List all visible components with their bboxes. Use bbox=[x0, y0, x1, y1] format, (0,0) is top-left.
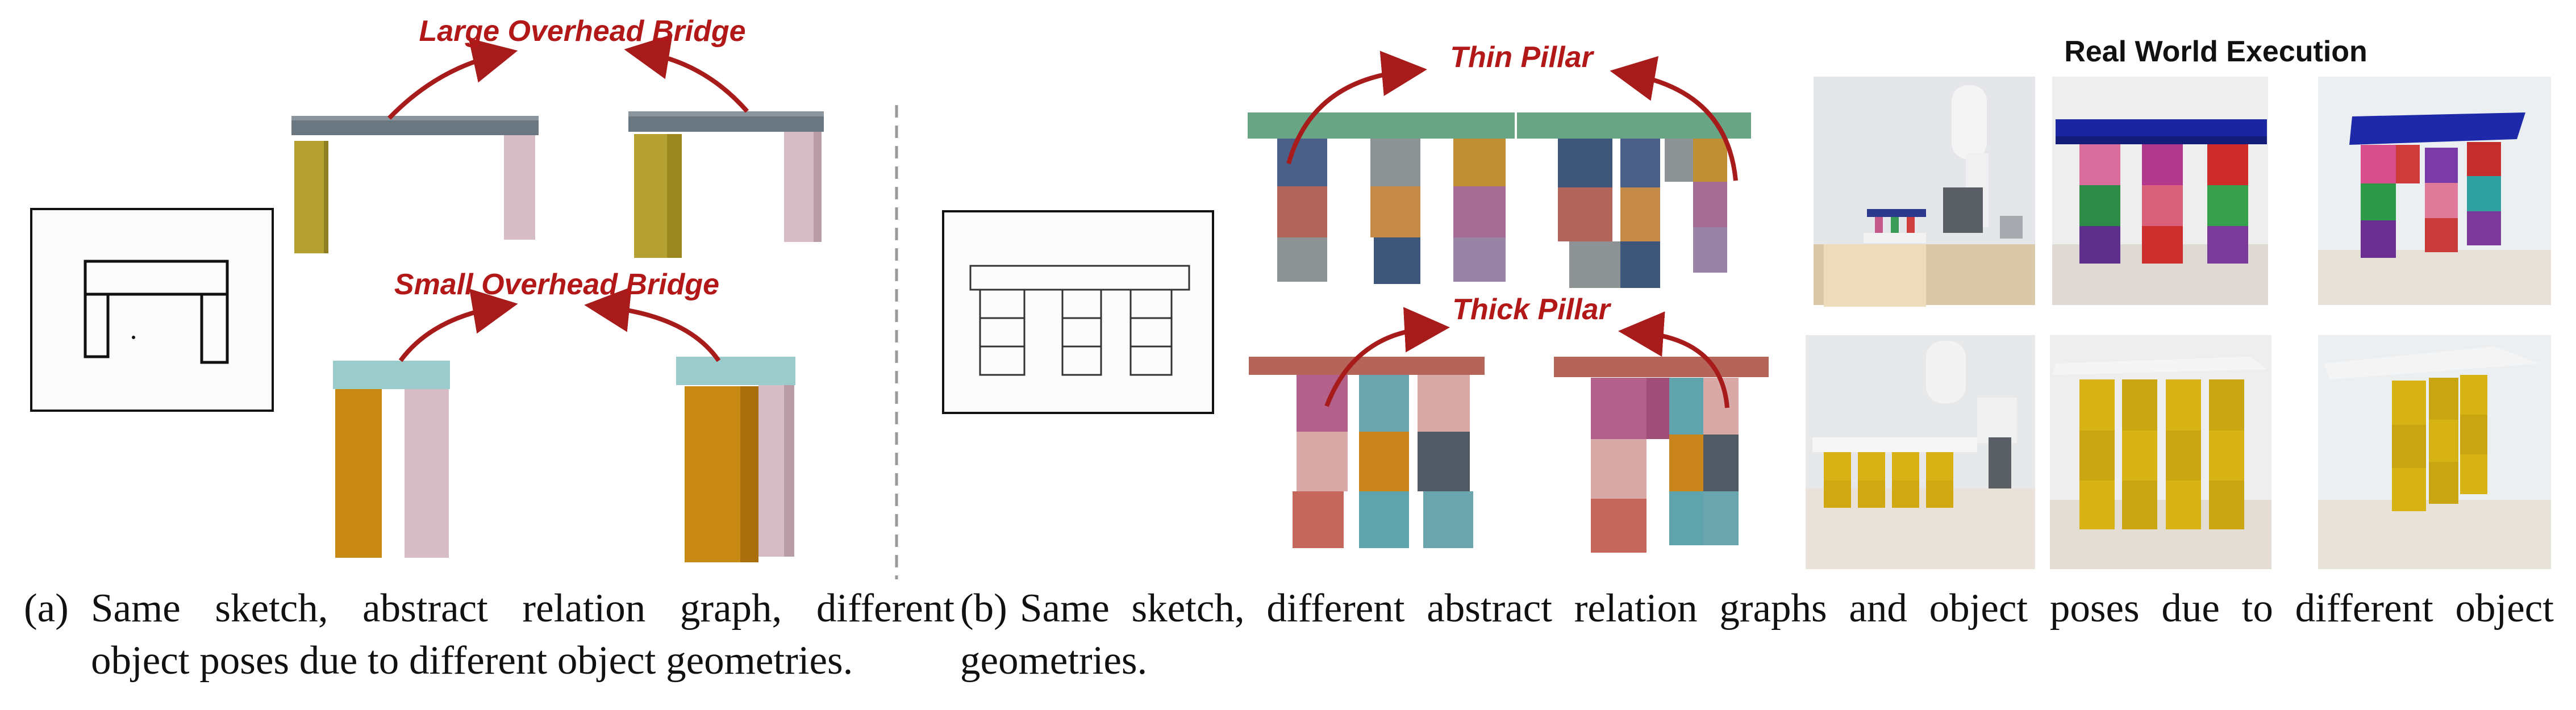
label-real-world: Real World Execution bbox=[2064, 35, 2367, 68]
small-bridge-pose-2 bbox=[676, 357, 795, 562]
label-thin-pillar: Thin Pillar bbox=[1450, 41, 1594, 74]
label-thick-pillar: Thick Pillar bbox=[1452, 293, 1611, 326]
caption-b-line-1: Same sketch, different abstract relation… bbox=[1020, 586, 2554, 630]
arrows-b bbox=[1286, 51, 1738, 408]
photo-cans-front bbox=[2050, 335, 2271, 569]
caption-a-line-1: Same sketch, abstract relation graph, di… bbox=[91, 586, 954, 630]
photo-robot-cans bbox=[1806, 335, 2035, 569]
caption-b: (b) Same sketch, different abstract rela… bbox=[960, 582, 2557, 690]
thin-pillar-pose-2 bbox=[1517, 112, 1751, 288]
large-bridge-pose-2 bbox=[628, 111, 824, 258]
large-bridge-pose-1 bbox=[291, 116, 539, 253]
label-small-bridge: Small Overhead Bridge bbox=[394, 268, 719, 301]
caption-a: (a) Same sketch, abstract relation graph… bbox=[24, 582, 954, 690]
photo-blocks-angled bbox=[2318, 77, 2551, 305]
photo-cans-angled bbox=[2318, 335, 2551, 569]
sketch-b bbox=[942, 210, 1214, 414]
small-bridge-pose-1 bbox=[333, 361, 450, 558]
panel-a: Large Overhead Bridge Small Overhead Bri… bbox=[30, 15, 824, 562]
caption-a-label: (a) bbox=[24, 586, 69, 630]
caption-b-label: (b) bbox=[960, 586, 1007, 630]
thick-pillar-pose-1 bbox=[1249, 357, 1485, 548]
thin-pillar-pose-1 bbox=[1248, 112, 1515, 284]
caption-b-line-2: geometries. bbox=[960, 638, 1148, 683]
thick-pillar-pose-2 bbox=[1554, 357, 1769, 553]
photo-robot-blocks bbox=[1814, 77, 2035, 307]
sketch-a bbox=[30, 208, 274, 412]
caption-a-line-2: object poses due to different object geo… bbox=[91, 638, 853, 683]
arrows-a bbox=[387, 34, 749, 362]
photo-blocks-front bbox=[2052, 77, 2268, 305]
label-large-bridge: Large Overhead Bridge bbox=[419, 15, 745, 48]
panel-b: Thin Pillar Thick Pillar Real World Exec… bbox=[942, 35, 2551, 569]
